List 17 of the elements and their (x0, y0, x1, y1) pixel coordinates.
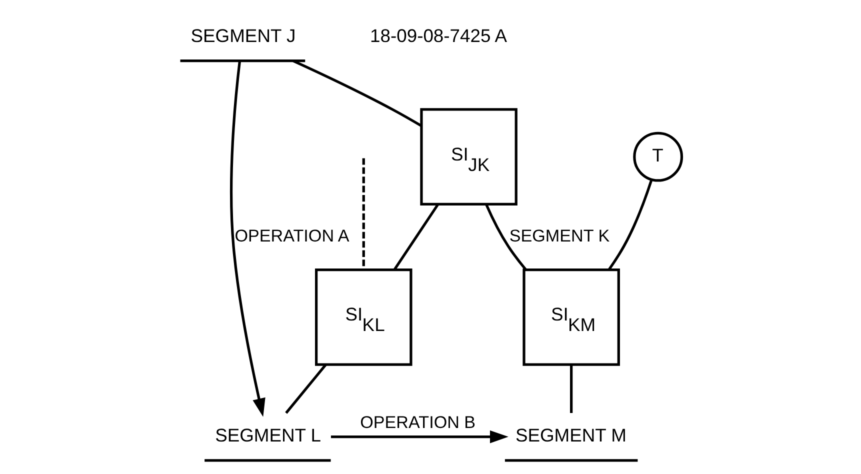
arrow (330, 430, 508, 444)
node-text: SEGMENT J (190, 25, 296, 46)
connector (284, 364, 326, 414)
connector (607, 179, 652, 271)
connector (570, 364, 572, 413)
node-circle: T (632, 132, 683, 182)
edge-label: OPERATION A (234, 226, 349, 246)
connector (392, 203, 439, 270)
edge-label: SEGMENT K (508, 226, 610, 246)
edge-label: OPERATION B (360, 413, 476, 432)
arrow (229, 60, 265, 417)
node-text: SEGMENT L (214, 424, 321, 446)
node-text: SEGMENT M (514, 424, 626, 446)
label: 18-09-08-7425 A (370, 25, 507, 46)
connector (362, 158, 364, 270)
connector (292, 60, 422, 127)
connector (484, 204, 526, 270)
